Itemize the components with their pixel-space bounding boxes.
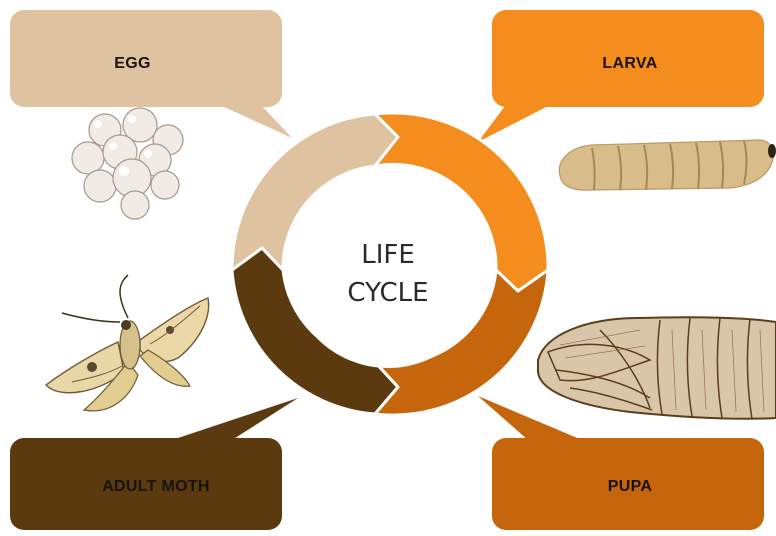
adult-callout: [10, 398, 298, 530]
center-title-line1: LIFE: [318, 240, 458, 270]
pupa-callout-pointer: [478, 396, 582, 440]
larva-illustration: [559, 140, 776, 190]
larva-callout: [478, 10, 764, 142]
moth-illustration: [46, 275, 209, 411]
pupa-label: PUPA: [510, 478, 750, 496]
egg-callout-pointer: [222, 106, 292, 138]
larva-callout-pointer: [478, 106, 548, 142]
adult-callout-pointer: [172, 398, 298, 440]
egg-label: EGG: [10, 55, 255, 73]
adult-moth-label: ADULT MOTH: [10, 478, 302, 496]
larva-label: LARVA: [510, 55, 750, 73]
egg-cluster-illustration: [72, 108, 183, 219]
center-title-line2: CYCLE: [318, 278, 458, 308]
pupa-illustration: [538, 317, 776, 419]
